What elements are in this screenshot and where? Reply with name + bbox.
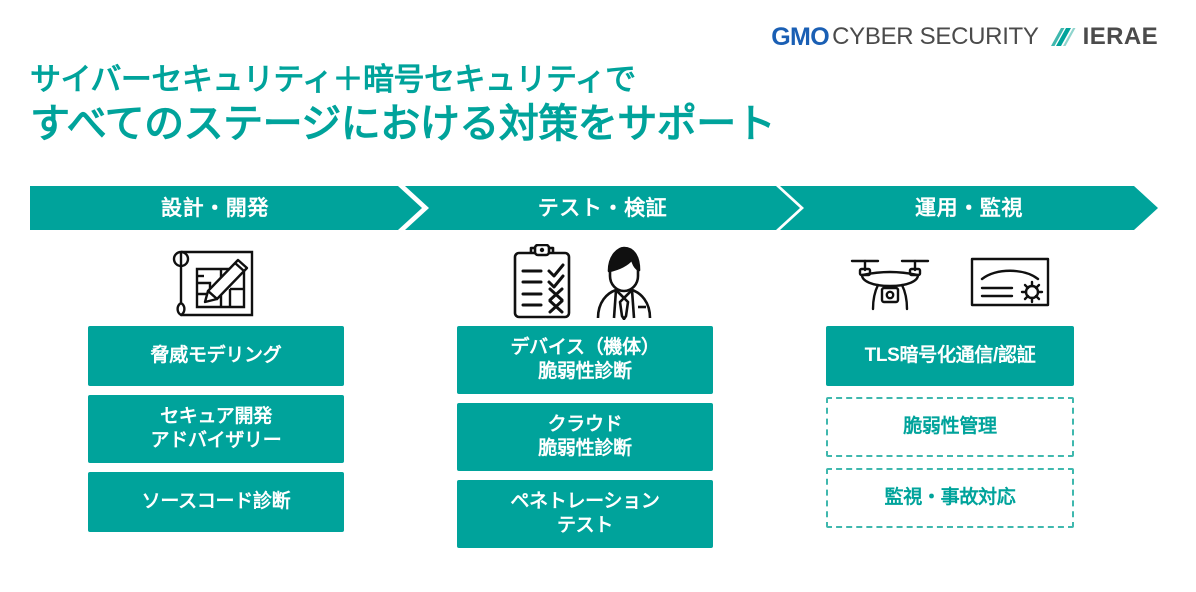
stage-banner-label: 運用・監視 xyxy=(915,196,1023,220)
service-label: 監視・事故対応 xyxy=(884,486,1016,508)
stage-banner-row: 設計・開発 テスト・検証 運用・監視 xyxy=(30,186,1158,230)
service-box[interactable]: セキュア開発アドバイザリー xyxy=(88,395,344,463)
service-label: TLS暗号化通信/認証 xyxy=(864,344,1036,366)
engineer-person-icon xyxy=(588,244,660,320)
brand-logo: GMO CYBER SECURITY IERAE xyxy=(771,24,1158,50)
monitoring-dashboard-icon xyxy=(968,251,1052,313)
stage-column-design: 脅威モデリング セキュア開発アドバイザリー ソースコード診断 xyxy=(88,238,344,541)
stage-banner-label: 設計・開発 xyxy=(161,196,269,220)
stage-column-test: デバイス（機体）脆弱性診断 クラウド脆弱性診断 ペネトレーションテスト xyxy=(457,238,713,557)
blueprint-pencil-icon xyxy=(164,245,268,319)
ierae-wordmark: IERAE xyxy=(1082,23,1158,50)
stage-column-operations: TLS暗号化通信/認証 脆弱性管理 監視・事故対応 xyxy=(826,238,1074,539)
service-box[interactable]: TLS暗号化通信/認証 xyxy=(826,326,1074,386)
stage-banner-label: テスト・検証 xyxy=(537,196,668,220)
stage-banner-operations: 運用・監視 xyxy=(780,186,1158,230)
service-box[interactable]: 脅威モデリング xyxy=(88,326,344,386)
service-label: デバイス（機体）脆弱性診断 xyxy=(510,336,660,382)
title-line-2: すべてのステージにおける対策をサポート xyxy=(30,101,776,146)
service-box[interactable]: クラウド脆弱性診断 xyxy=(457,403,713,471)
service-label: クラウド脆弱性診断 xyxy=(538,413,632,459)
ierae-slash-mark-icon xyxy=(1050,27,1076,47)
cyber-security-wordmark: CYBER SECURITY xyxy=(832,23,1039,50)
service-label: 脆弱性管理 xyxy=(903,415,997,437)
drone-icon xyxy=(848,251,932,313)
stage-columns: 脅威モデリング セキュア開発アドバイザリー ソースコード診断 xyxy=(0,238,1196,558)
service-label: セキュア開発アドバイザリー xyxy=(150,405,282,451)
stage-icons-design xyxy=(88,238,344,326)
gmo-wordmark: GMO xyxy=(771,22,830,51)
service-box[interactable]: ペネトレーションテスト xyxy=(457,480,713,548)
title-line-1: サイバーセキュリティ＋暗号セキュリティで xyxy=(30,62,636,97)
stage-icons-operations xyxy=(826,238,1074,326)
page-title: サイバーセキュリティ＋暗号セキュリティで すべてのステージにおける対策をサポート xyxy=(30,62,776,148)
stage-banner-design: 設計・開発 xyxy=(30,186,422,230)
stage-banner-test: テスト・検証 xyxy=(405,186,800,230)
stage-icons-test xyxy=(457,238,713,326)
service-label: ペネトレーションテスト xyxy=(510,490,660,536)
service-label: ソースコード診断 xyxy=(141,490,291,512)
service-box[interactable]: ソースコード診断 xyxy=(88,472,344,532)
service-label: 脅威モデリング xyxy=(150,344,282,366)
service-box[interactable]: 監視・事故対応 xyxy=(826,468,1074,528)
service-box[interactable]: 脆弱性管理 xyxy=(826,397,1074,457)
service-box[interactable]: デバイス（機体）脆弱性診断 xyxy=(457,326,713,394)
clipboard-checklist-icon xyxy=(510,244,574,320)
